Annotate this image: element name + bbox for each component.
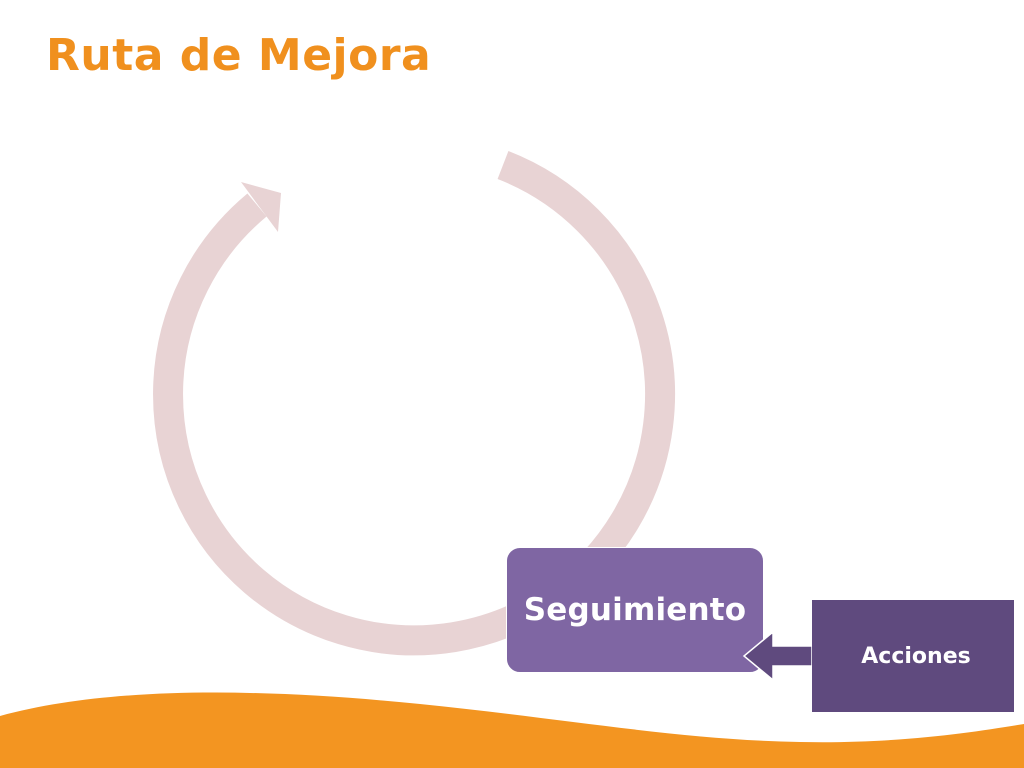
bottom-wave [0, 692, 1024, 768]
cycle-arrowhead [241, 182, 281, 232]
seguimiento-label: Seguimiento [523, 592, 747, 628]
wave-shape [0, 692, 1024, 768]
cycle-arc [153, 151, 676, 656]
seguimiento-node: Seguimiento [506, 547, 764, 673]
acciones-node: Acciones [812, 600, 1014, 712]
slide-title: Ruta de Mejora [46, 30, 432, 81]
acciones-label: Acciones [861, 643, 971, 669]
